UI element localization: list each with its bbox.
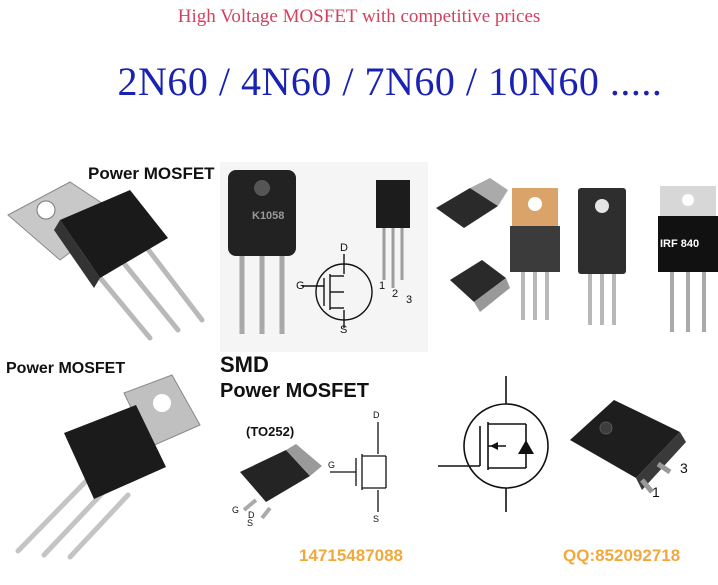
smd-pin-drain: D <box>248 510 255 520</box>
model-list: 2N60 / 4N60 / 7N60 / 10N60 ..... <box>117 59 663 104</box>
package-photos-panel <box>430 160 652 350</box>
pin-label-1: 1 <box>379 280 386 292</box>
irf-marking: IRF 840 <box>660 238 700 250</box>
symbol-pin-source: S <box>373 514 380 524</box>
smd-pin-gate: G <box>232 505 240 515</box>
headline: High Voltage MOSFET with competitive pri… <box>177 6 541 27</box>
part-marking: K1058 <box>252 210 285 222</box>
mosfet-symbol-icon <box>330 422 387 512</box>
pin-label-2: 2 <box>392 288 399 300</box>
power-mosfet-left-label: Power MOSFET <box>6 360 126 377</box>
smd-pin-source: S <box>247 518 254 528</box>
pin-label-gate: G <box>296 280 305 292</box>
dpak-photo-panel: 3 1 <box>562 380 718 510</box>
dpak-transistor-image <box>570 400 686 494</box>
mosfet-symbol-panel <box>430 370 560 520</box>
symbol-pin-drain: D <box>373 410 380 420</box>
to252-label: (TO252) <box>246 424 295 439</box>
smd-panel: SMD Power MOSFET (TO252) G D S D G S <box>210 350 428 562</box>
to220-left-panel: Power MOSFET <box>0 355 208 560</box>
phone-number: 14715487088 <box>299 546 404 565</box>
to220-transistor-image <box>7 181 205 341</box>
package-photos-image <box>436 178 626 325</box>
dpak-pin-3: 3 <box>680 460 688 476</box>
symbol-pin-gate: G <box>328 460 336 470</box>
mosfet-symbol-icon <box>438 376 549 512</box>
qq-number: QQ:852092718 <box>563 546 681 565</box>
irf840-transistor-image <box>658 186 718 332</box>
to220-left-image <box>15 374 201 560</box>
pin-label-3: 3 <box>406 294 413 306</box>
pin-label-drain: D <box>340 242 348 254</box>
smd-power-mosfet-title: Power MOSFET <box>220 380 369 402</box>
smd-dpak-image <box>240 422 387 520</box>
dpak-pin-1: 1 <box>652 484 660 500</box>
irf840-photo-panel: IRF 840 <box>654 182 718 352</box>
power-mosfet-label: Power MOSFET <box>88 164 215 183</box>
to3p-photo-panel: K1058 D G S 1 2 3 <box>220 162 428 352</box>
to220-photo-panel: Power MOSFET <box>0 160 218 350</box>
smd-title: SMD <box>220 352 269 377</box>
pin-label-source: S <box>340 324 348 336</box>
mosfet-symbol-icon <box>302 254 373 328</box>
to3p-transistor-image <box>228 170 410 334</box>
